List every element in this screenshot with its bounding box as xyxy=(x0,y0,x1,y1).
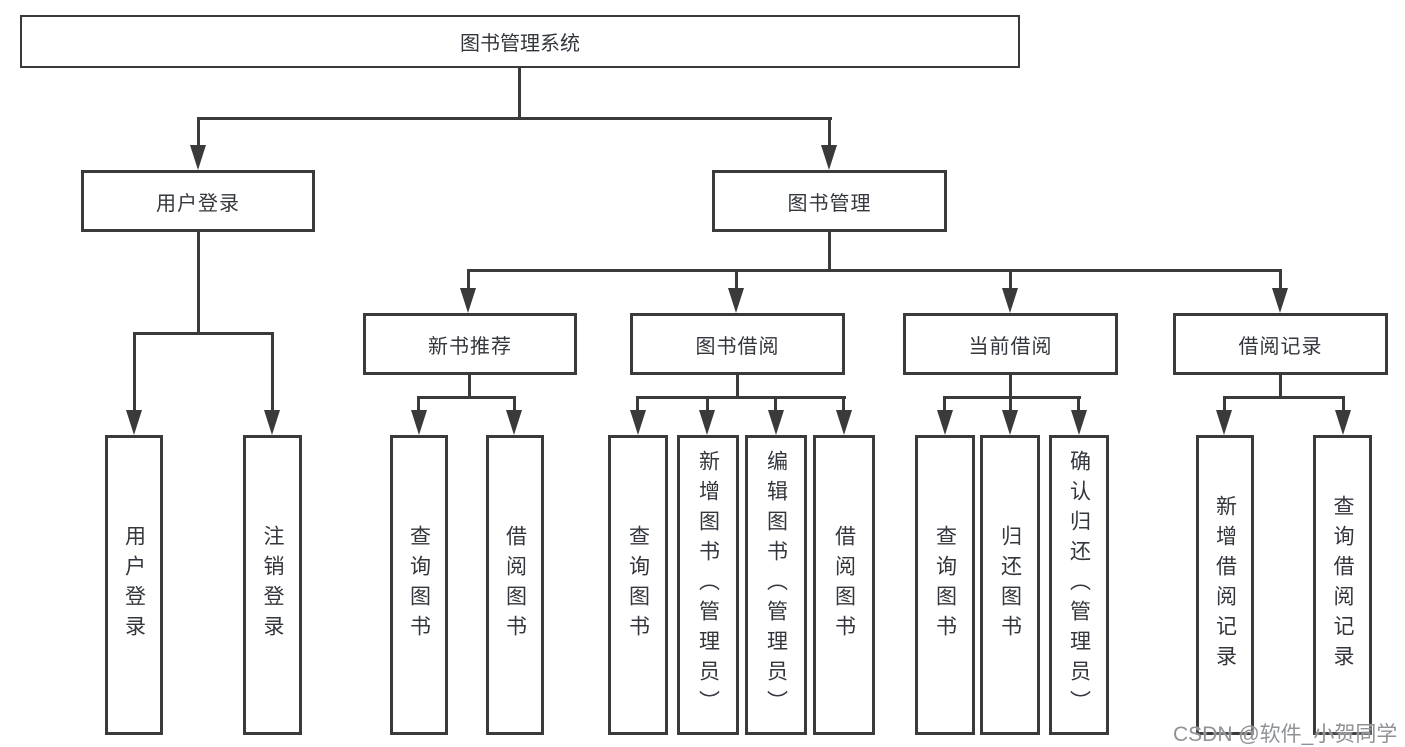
arrow-down-icon xyxy=(699,410,715,435)
arrow-down-icon xyxy=(1002,288,1018,313)
connector-line xyxy=(133,332,274,335)
arrow-down-icon xyxy=(821,145,837,170)
leaf-bb-add-book-admin: 新增图书（管理员） xyxy=(677,435,739,735)
connector-line xyxy=(467,271,470,290)
leaf-logout: 注销登录 xyxy=(243,435,302,735)
connector-line xyxy=(197,232,200,335)
leaf-br-query-record: 查询借阅记录 xyxy=(1313,435,1372,735)
connector-line xyxy=(417,396,516,399)
connector-line xyxy=(197,119,200,148)
leaf-rec-borrow-book: 借阅图书 xyxy=(486,435,544,735)
arrow-down-icon xyxy=(190,145,206,170)
connector-line xyxy=(1279,375,1282,399)
connector-line xyxy=(735,271,738,290)
connector-line xyxy=(1223,396,1345,399)
node-root: 图书管理系统 xyxy=(20,15,1020,68)
arrow-down-icon xyxy=(836,410,852,435)
arrow-down-icon xyxy=(1071,410,1087,435)
node-book-borrow: 图书借阅 xyxy=(630,313,845,375)
connector-line xyxy=(1009,398,1012,412)
leaf-bb-borrow-book: 借阅图书 xyxy=(813,435,875,735)
arrow-down-icon xyxy=(1002,410,1018,435)
connector-line xyxy=(1342,398,1345,412)
leaf-cb-return-book: 归还图书 xyxy=(980,435,1040,735)
arrow-down-icon xyxy=(126,410,142,435)
arrow-down-icon xyxy=(937,410,953,435)
leaf-cb-query-book: 查询图书 xyxy=(915,435,975,735)
arrow-down-icon xyxy=(1335,410,1351,435)
arrow-down-icon xyxy=(264,410,280,435)
connector-line xyxy=(636,396,846,399)
arrow-down-icon xyxy=(411,410,427,435)
connector-line xyxy=(706,398,709,412)
connector-line xyxy=(774,398,777,412)
connector-line xyxy=(943,396,1081,399)
connector-line xyxy=(513,398,516,412)
connector-line xyxy=(1077,398,1080,412)
arrow-down-icon xyxy=(506,410,522,435)
arrow-down-icon xyxy=(460,288,476,313)
node-current-borrow: 当前借阅 xyxy=(903,313,1118,375)
connector-line xyxy=(828,119,831,148)
node-user-login: 用户登录 xyxy=(81,170,315,232)
connector-line xyxy=(197,117,832,120)
arrow-down-icon xyxy=(768,410,784,435)
arrow-down-icon xyxy=(630,410,646,435)
leaf-user-login: 用户登录 xyxy=(105,435,163,735)
connector-line xyxy=(842,398,845,412)
leaf-bb-query-book: 查询图书 xyxy=(608,435,668,735)
connector-line xyxy=(133,334,136,411)
arrow-down-icon xyxy=(1216,410,1232,435)
leaf-rec-query-book: 查询图书 xyxy=(390,435,448,735)
connector-line xyxy=(1009,271,1012,290)
arrow-down-icon xyxy=(1272,288,1288,313)
connector-line xyxy=(417,398,420,412)
arrow-down-icon xyxy=(728,288,744,313)
leaf-bb-edit-book-admin: 编辑图书（管理员） xyxy=(745,435,807,735)
connector-line xyxy=(943,398,946,412)
leaf-cb-confirm-return-admin: 确认归还（管理员） xyxy=(1049,435,1109,735)
connector-line xyxy=(828,232,831,272)
connector-line xyxy=(467,269,1282,272)
connector-line xyxy=(1279,271,1282,290)
connector-line xyxy=(636,398,639,412)
connector-line xyxy=(271,334,274,411)
connector-line xyxy=(468,375,471,399)
node-borrow-record: 借阅记录 xyxy=(1173,313,1388,375)
leaf-br-add-record: 新增借阅记录 xyxy=(1196,435,1254,735)
node-book-management: 图书管理 xyxy=(712,170,947,232)
connector-line xyxy=(518,67,521,120)
node-new-book-recommend: 新书推荐 xyxy=(363,313,577,375)
connector-line xyxy=(736,375,739,399)
connector-line xyxy=(1223,398,1226,412)
csdn-watermark: CSDN @软件_小贺同学 xyxy=(1173,723,1398,746)
connector-line xyxy=(1009,375,1012,399)
